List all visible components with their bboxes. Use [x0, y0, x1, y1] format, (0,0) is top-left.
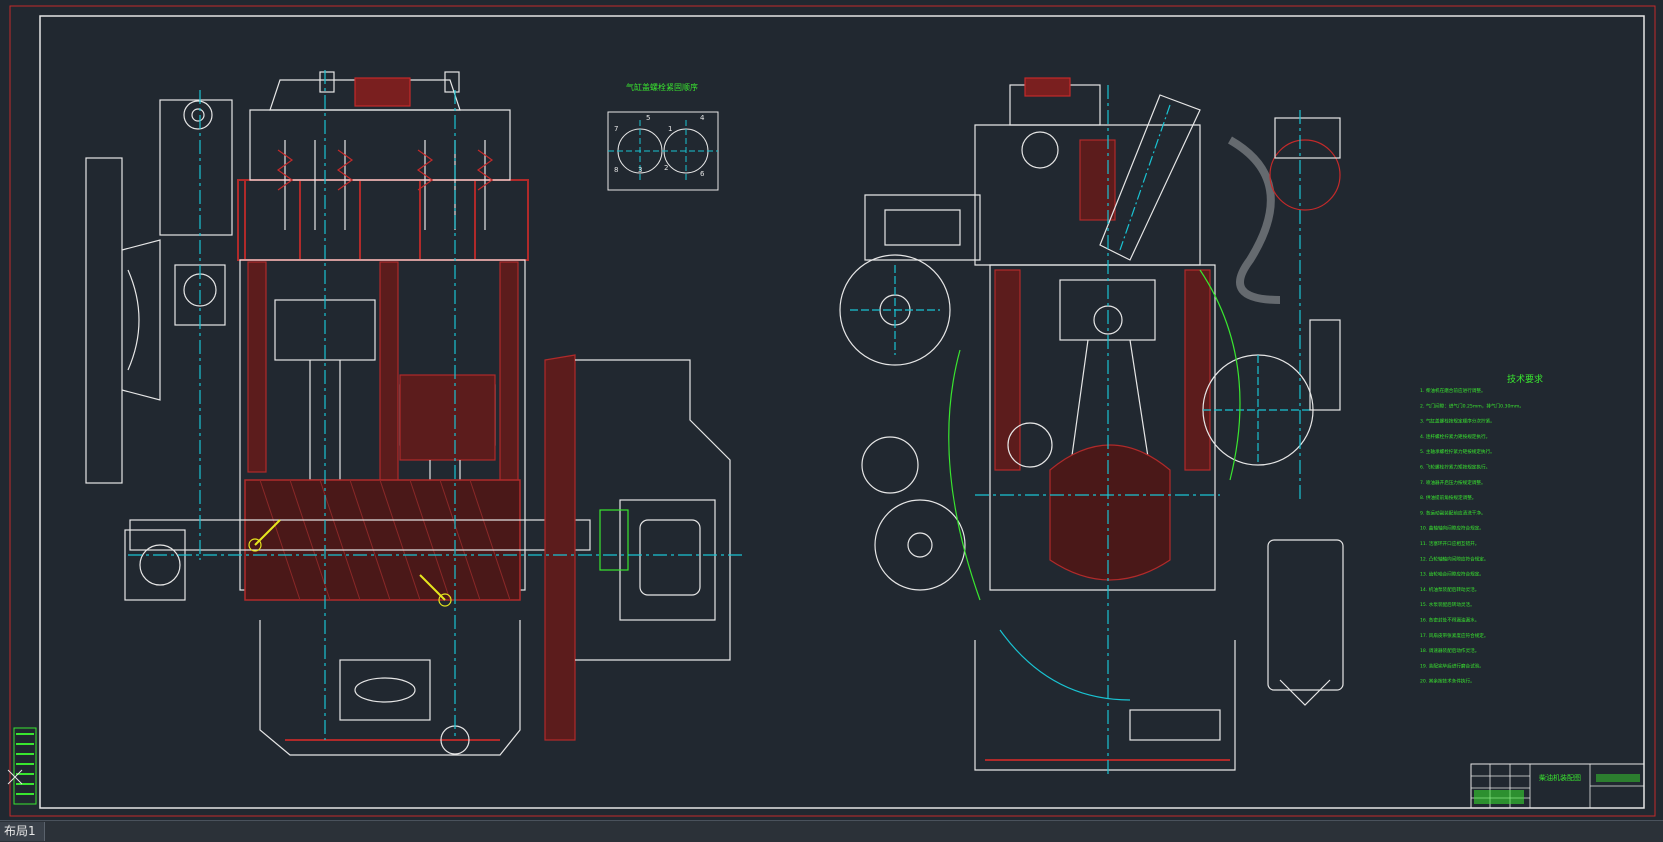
note-line: 15. 水泵装配后转动灵活。: [1420, 601, 1475, 608]
note-line: 10. 曲轴轴向间隙应符合规定。: [1420, 525, 1484, 532]
drawing-frame: [39, 15, 1645, 809]
note-line: 14. 机油泵装配后转动灵活。: [1420, 586, 1479, 593]
bolt-number: 2: [664, 164, 668, 172]
note-line: 1. 柴油机在磨合前应进行调整。: [1420, 387, 1486, 394]
cad-drawing-canvas[interactable]: 气缸盖螺栓紧固顺序 7 5 1 4 8 3 2 6: [0, 0, 1663, 820]
note-line: 2. 气门间隙：进气门0.25mm，排气门0.30mm。: [1420, 402, 1524, 409]
note-line: 3. 气缸盖螺栓按规定顺序分次拧紧。: [1420, 418, 1495, 425]
bolt-number: 1: [668, 125, 672, 133]
note-line: 19. 装配完毕后进行磨合试验。: [1420, 662, 1484, 669]
title-block-name: 柴油机装配图: [1539, 773, 1581, 782]
note-line: 17. 风扇皮带张紧度应符合规定。: [1420, 632, 1489, 639]
layout-tab-bar: 布局1: [0, 820, 1663, 842]
note-line: 11. 活塞环开口应相互错开。: [1420, 540, 1479, 547]
note-line: 18. 调速器装配后动作灵活。: [1420, 647, 1479, 654]
technical-notes: 技术要求 1. 柴油机在磨合前应进行调整。 2. 气门间隙：进气门0.25mm，排…: [1420, 373, 1543, 685]
title-block: 柴油机装配图: [1470, 763, 1645, 809]
ucs-icon: [7, 727, 37, 805]
bolt-number: 8: [614, 166, 618, 174]
note-line: 8. 供油提前角按规定调整。: [1420, 494, 1476, 501]
bolt-number: 4: [700, 114, 705, 122]
bolt-order-diagram: 气缸盖螺栓紧固顺序 7 5 1 4 8 3 2 6: [607, 82, 719, 191]
right-section-view: [839, 77, 1344, 775]
note-line: 20. 其余按技术条件执行。: [1420, 678, 1475, 685]
bolt-number: 6: [700, 170, 705, 178]
paper-border: [9, 5, 1656, 817]
note-line: 6. 飞轮螺栓拧紧力矩按规定执行。: [1420, 464, 1490, 471]
valve-diagram-title: 气缸盖螺栓紧固顺序: [626, 82, 698, 92]
left-section-view: [85, 70, 745, 756]
note-line: 9. 各运动副装配前应清洗干净。: [1420, 509, 1486, 516]
bolt-number: 7: [614, 125, 618, 133]
bolt-number: 5: [646, 114, 650, 122]
note-line: 13. 齿轮啮合间隙应符合规定。: [1420, 571, 1484, 578]
note-line: 4. 连杆螺栓拧紧力矩按规定执行。: [1420, 433, 1490, 440]
tab-layout1[interactable]: 布局1: [0, 822, 45, 841]
notes-title: 技术要求: [1507, 373, 1543, 385]
note-line: 16. 各密封处不得漏油漏水。: [1420, 617, 1479, 624]
bolt-number: 3: [638, 166, 642, 174]
note-line: 7. 喷油器开启压力按规定调整。: [1420, 479, 1486, 486]
note-line: 12. 凸轮轴轴向间隙应符合规定。: [1420, 555, 1489, 562]
note-line: 5. 主轴承螺栓拧紧力矩按规定执行。: [1420, 448, 1495, 455]
